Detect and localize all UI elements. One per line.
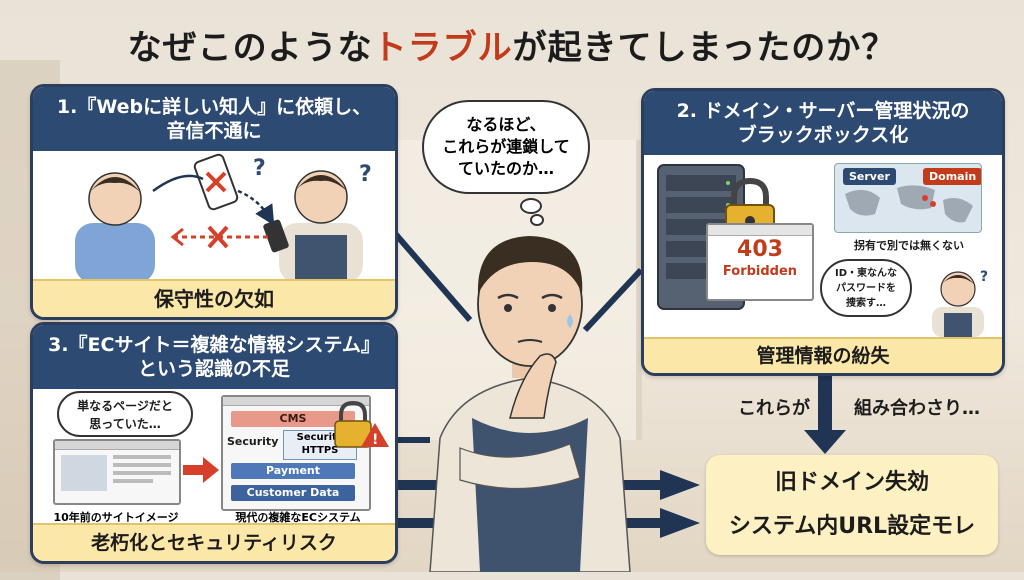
outcome-line-2: システム内URL設定モレ (728, 514, 976, 539)
thinking-owner-illustration (429, 236, 631, 572)
panel-maintenance: 1.『Webに詳しい知人』に依頼し、 音信不通に ? ? 保守性の欠如 (30, 84, 398, 320)
illustration-lost-contact: ? ? (75, 153, 372, 281)
panel-ec-awareness: 3.『ECサイト＝複雑な情報システム』 という認識の不足 単なるページだと 思っ… (30, 322, 398, 564)
outcome-box: 旧ドメイン失効 システム内URL設定モレ (706, 455, 998, 555)
world-map: Server Domain (834, 163, 982, 233)
map-server-label: Server (843, 168, 896, 185)
error-text: Forbidden (722, 264, 798, 279)
old-site-mockup (53, 439, 181, 505)
close-icon (207, 225, 229, 249)
combine-label-left: これらが (738, 398, 810, 419)
modern-ec-caption: 現代の複雑なECシステム (235, 511, 361, 524)
stack-customer-data: Customer Data (231, 485, 355, 501)
panel-maintenance-heading: 1.『Webに詳しい知人』に依頼し、 音信不通に (33, 87, 395, 151)
arrow-down-outcome (804, 372, 846, 454)
person-searching: ? (932, 269, 988, 337)
panel-blackbox: 2. ドメイン・サーバー管理状況の ブラックボックス化 403 Forbidde… (641, 88, 1005, 376)
thought-dot-1 (520, 198, 542, 214)
arc-arrow-icon (152, 174, 204, 193)
modern-ec-mockup: CMS Security Security HTTPS Payment Cust… (221, 395, 371, 511)
person-acquaintance (263, 170, 363, 281)
question-icon: ? (253, 156, 266, 181)
outcome-line-1: 旧ドメイン失効 (774, 470, 929, 495)
stack-cms: CMS (231, 411, 355, 427)
globe-icon (845, 185, 973, 223)
stack-payment: Payment (231, 463, 355, 479)
connector-line-2 (582, 267, 644, 333)
panel-maintenance-footer: 保守性の欠如 (33, 279, 395, 317)
map-caption: 拐有で別では無くない (854, 239, 964, 252)
page-title: なぜこのようなトラブルが起きてしまったのか？ (127, 28, 897, 68)
thought-cloud: なるほど、 これらが連鎖して ていたのか… (422, 100, 590, 194)
svg-text:!: ! (372, 432, 378, 448)
combine-label-right: 組み合わさり… (854, 398, 980, 419)
warning-lock-icon: ! (334, 401, 389, 448)
phone-icon (193, 153, 239, 211)
svg-text:?: ? (980, 269, 988, 285)
old-site-caption: 10年前のサイトイメージ (53, 511, 179, 524)
map-domain-label: Domain (923, 168, 981, 185)
thought-dot-2 (530, 214, 544, 226)
error-code: 403 (737, 237, 783, 262)
panel-ec-footer: 老朽化とセキュリティリスク (33, 523, 395, 561)
panel-blackbox-footer: 管理情報の紛失 (644, 337, 1002, 373)
panel-blackbox-heading: 2. ドメイン・サーバー管理状況の ブラックボックス化 (644, 91, 1002, 155)
error-window: 403 Forbidden (706, 223, 814, 301)
question-icon-2: ? (359, 162, 372, 187)
person-owner (75, 172, 155, 281)
stack-security: Security (227, 435, 279, 448)
connector-line-1 (389, 228, 473, 322)
arrow-right-icon (183, 457, 219, 483)
old-thinking-bubble: 単なるページだと 思っていた… (57, 391, 193, 437)
panel-ec-heading: 3.『ECサイト＝複雑な情報システム』 という認識の不足 (33, 325, 395, 389)
search-bubble: ID・東なんな パスワードを 捜索す… (820, 259, 912, 317)
